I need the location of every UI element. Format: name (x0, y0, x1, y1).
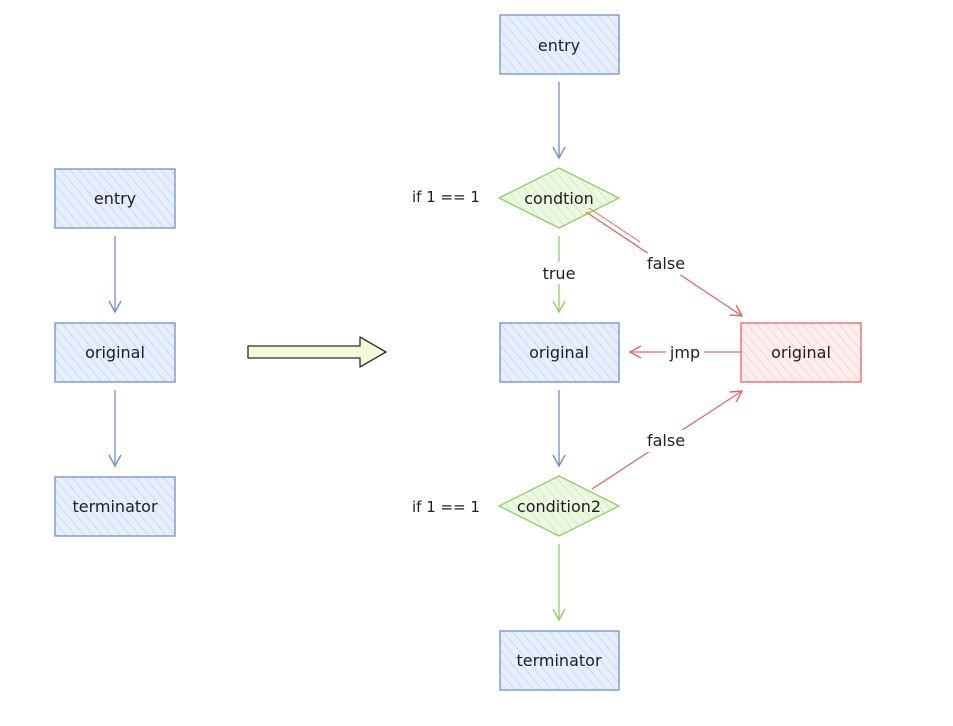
false-label-1: false (647, 254, 685, 273)
right-entry-node: entry (499, 14, 620, 75)
condition1-label: condtion (524, 189, 594, 208)
left-terminator-label: terminator (72, 497, 157, 516)
left-original-label: original (85, 343, 145, 362)
condition2-node: condition2 (497, 475, 621, 537)
left-entry-node: entry (54, 168, 176, 229)
true-label: true (543, 264, 576, 283)
false-label-2-bg (640, 430, 692, 452)
transform-arrow-icon (247, 336, 387, 368)
edge-condition1-false-stroke (588, 207, 641, 243)
right-original-node: original (499, 322, 620, 383)
bogus-original-node: original (740, 322, 862, 383)
left-entry-label: entry (94, 189, 136, 208)
true-label-bg (535, 262, 581, 284)
right-terminator-node: terminator (499, 630, 620, 691)
left-terminator-node: terminator (54, 476, 176, 537)
left-original-node: original (54, 322, 176, 383)
right-terminator-label: terminator (516, 651, 601, 670)
condition2-label: condition2 (517, 497, 601, 516)
condition1-note: if 1 == 1 (412, 188, 480, 206)
condition2-note: if 1 == 1 (412, 498, 480, 516)
jmp-label: jmp (669, 343, 700, 362)
right-original-label: original (529, 343, 589, 362)
right-entry-label: entry (538, 36, 580, 55)
false-label-2: false (647, 431, 685, 450)
bogus-original-label: original (771, 343, 831, 362)
condition1-node: condtion (497, 167, 621, 229)
jmp-label-bg (666, 342, 704, 362)
false-label-1-bg (640, 253, 692, 275)
